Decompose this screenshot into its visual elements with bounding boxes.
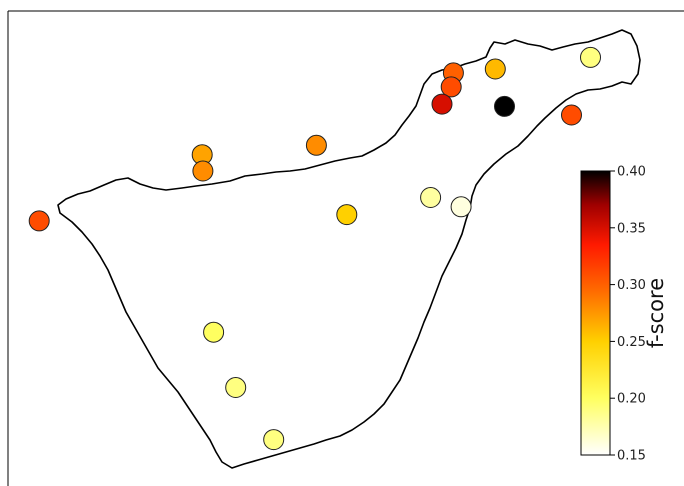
station-point-p12 bbox=[450, 196, 472, 218]
colorbar bbox=[580, 170, 611, 456]
station-point-p8 bbox=[305, 134, 327, 156]
station-point-p16 bbox=[225, 377, 247, 398]
colorbar-tick-label: 0.25 bbox=[617, 335, 646, 350]
station-point-p7 bbox=[561, 104, 582, 126]
station-point-p4 bbox=[440, 76, 462, 98]
colorbar-tick-label: 0.40 bbox=[617, 165, 646, 180]
station-point-p13 bbox=[336, 204, 358, 226]
colorbar-ticks: 0.15 0.20 0.25 0.30 0.35 0.40 bbox=[610, 165, 646, 464]
station-point-p2 bbox=[484, 58, 506, 80]
station-point-p5 bbox=[431, 93, 453, 115]
station-point-p14 bbox=[28, 210, 50, 232]
station-point-p10 bbox=[192, 160, 214, 182]
colorbar-tick-label: 0.20 bbox=[617, 392, 646, 407]
colorbar-tick-label: 0.35 bbox=[617, 221, 646, 236]
colorbar-tick-label: 0.15 bbox=[617, 449, 646, 464]
station-point-p1 bbox=[580, 46, 601, 68]
colorbar-label: f-score bbox=[644, 278, 668, 348]
colorbar-tick-label: 0.30 bbox=[617, 278, 646, 293]
station-point-p15 bbox=[203, 321, 225, 343]
station-point-p11 bbox=[420, 187, 442, 208]
station-point-p6 bbox=[494, 95, 515, 117]
island-outline bbox=[57, 29, 641, 469]
station-point-p17 bbox=[263, 429, 285, 451]
station-points bbox=[28, 46, 601, 451]
